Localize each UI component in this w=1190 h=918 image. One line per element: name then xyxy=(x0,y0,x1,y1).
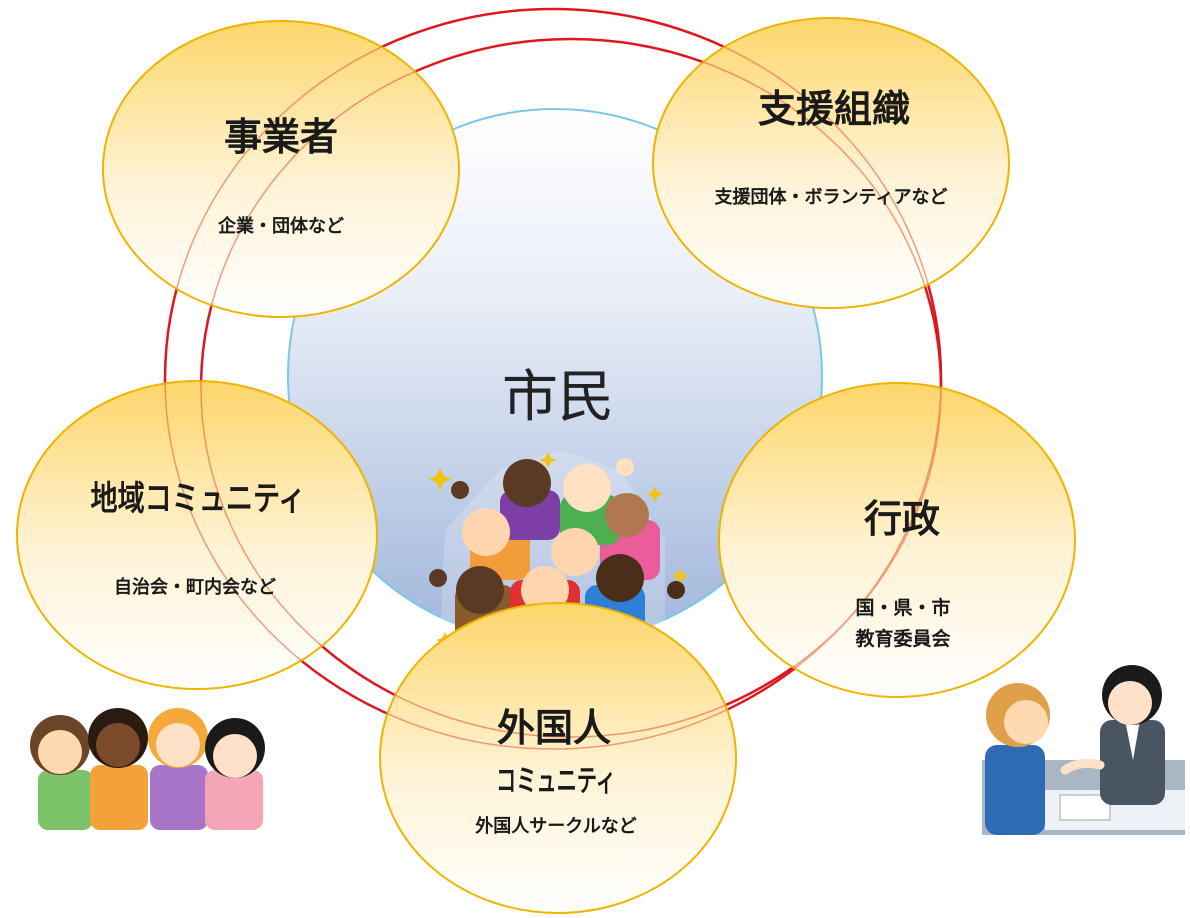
node-business-subtitle: 企業・団体など xyxy=(217,215,344,237)
friends-illustration xyxy=(30,708,265,830)
node-support: 支援組織 支援団体・ボランティアなど xyxy=(652,17,1010,309)
node-government: 行政 国・県・市 教育委員会 xyxy=(718,382,1076,698)
node-business-title: 事業者 xyxy=(224,115,338,159)
consultation-illustration xyxy=(982,665,1185,835)
node-foreign-subtitle: 外国人サークルなど xyxy=(475,815,636,837)
node-support-title: 支援組織 xyxy=(758,87,910,131)
node-government-subtitle-2: 教育委員会 xyxy=(855,627,950,650)
node-government-title: 行政 xyxy=(864,497,940,541)
node-community-title: 地域コミュニティ xyxy=(91,479,306,519)
node-foreign-title-2: コミュニティ xyxy=(496,764,616,799)
center-label: 市民 xyxy=(502,365,614,430)
node-foreign: 外国人 コミュニティ 外国人サークルなど xyxy=(379,602,737,914)
node-business: 事業者 企業・団体など xyxy=(102,20,460,318)
node-foreign-title-1: 外国人 xyxy=(497,706,611,750)
node-support-subtitle: 支援団体・ボランティアなど xyxy=(714,186,948,208)
node-community: 地域コミュニティ 自治会・町内会など xyxy=(16,380,378,690)
node-community-subtitle: 自治会・町内会など xyxy=(114,576,276,598)
node-government-subtitle-1: 国・県・市 xyxy=(855,596,950,619)
